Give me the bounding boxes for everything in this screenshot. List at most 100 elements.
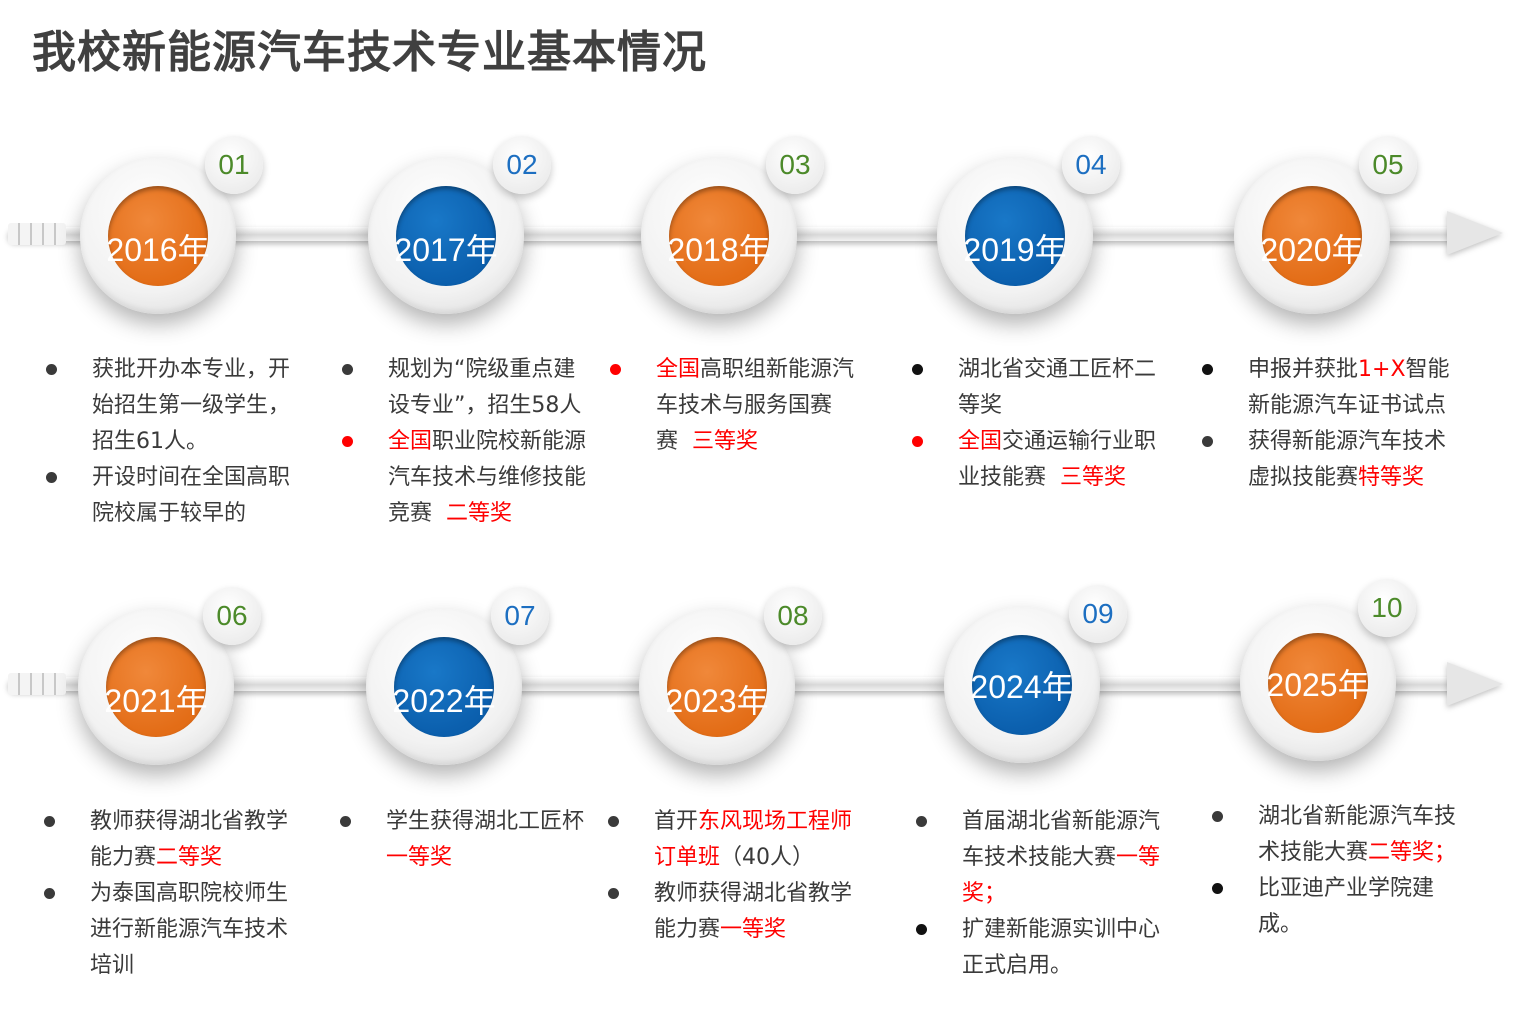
item-text: 扩建新能源实训中心正式启用。 [962,917,1161,978]
year-disk [1268,633,1368,733]
bullet-icon [1202,436,1213,447]
step-number: 02 [493,136,551,194]
year-label: 2016年 [106,232,210,268]
award-text: 特等奖 [1358,465,1425,490]
axis-tail [8,673,66,695]
step-number: 10 [1358,579,1416,637]
year-label: 2025年 [1266,667,1370,703]
item-text: 首届湖北省新能源汽车技术技能大赛 [962,809,1161,870]
bullet-icon [1202,364,1213,375]
item-text: 交通运输行业职业技能赛 [958,429,1157,490]
year-disk [972,635,1072,735]
item-text: 申报并获批 [1248,357,1359,382]
item-text: 智能新能源汽车证书试点 [1248,357,1450,418]
description-2024: 首届湖北省新能源汽车技术技能大赛一等奖； 扩建新能源实训中心正式启用。 [916,804,1166,984]
bullet-icon [1212,883,1223,894]
award-text: 一等奖 [386,845,453,870]
highlight-text: 1+X [1358,357,1406,382]
list-item: 湖北省交通工匠杯二等奖 [912,352,1162,424]
step-number: 05 [1359,136,1417,194]
year-label: 2023年 [665,683,769,719]
timeline-node: 2022年 07 [366,587,549,767]
bullet-icon [1212,811,1223,822]
arrow-right-icon [1447,211,1503,255]
description-2019: 湖北省交通工匠杯二等奖 全国交通运输行业职业技能赛 三等奖 [912,352,1162,496]
year-disk [106,637,206,737]
list-item: 全国交通运输行业职业技能赛 三等奖 [912,424,1162,496]
arrow-right-icon [1447,662,1503,706]
list-item: 为泰国高职院校师生进行新能源汽车技术培训 [44,876,294,984]
bullet-icon [46,364,57,375]
timeline-node: 2018年 03 [641,136,824,316]
bullet-icon [912,364,923,375]
award-text: 一等奖 [720,917,787,942]
bullet-icon [916,816,927,827]
year-disk [396,186,496,286]
year-disk [965,186,1065,286]
list-item: 教师获得湖北省教学能力赛一等奖 [608,876,870,948]
list-item: 全国高职组新能源汽车技术与服务国赛赛 三等奖 [610,352,870,460]
award-text: 二等奖 [156,845,223,870]
timeline-node: 2016年 01 [80,136,263,316]
item-text: 湖北省新能源汽车技术技能大赛 [1258,804,1457,865]
list-item: 比亚迪产业学院建成。 [1212,871,1462,943]
list-item: 获得新能源汽车技术虚拟技能赛特等奖 [1202,424,1464,496]
axis-tail [8,223,66,245]
highlight-text: 全国 [958,429,1003,454]
year-disk [669,186,769,286]
description-2025: 湖北省新能源汽车技术技能大赛二等奖； 比亚迪产业学院建成。 [1212,799,1462,943]
year-label: 2020年 [1260,232,1364,268]
highlight-text: 全国 [388,429,433,454]
year-label: 2019年 [963,232,1067,268]
bullet-icon [46,472,57,483]
timeline-node: 2017年 02 [368,136,551,316]
page-title: 我校新能源汽车技术专业基本情况 [32,27,707,78]
award-text: 二等奖； [1368,840,1457,865]
year-label: 2021年 [104,683,208,719]
item-text: 获批开办本专业，开始招生第一级学生，招生61人。 [92,357,291,454]
award-text: 三等奖 [692,429,759,454]
item-text: 首开 [654,809,699,834]
year-label: 2017年 [394,232,498,268]
item-text: 高职组新能源汽车技术与服务国赛赛 [656,357,855,454]
bullet-icon [340,816,351,827]
bullet-icon [608,888,619,899]
list-item: 申报并获批1+X智能新能源汽车证书试点 [1202,352,1464,424]
list-item: 获批开办本专业，开始招生第一级学生，招生61人。 [46,352,296,460]
item-text: 规划为“院级重点建设专业”，招生58人 [388,357,582,418]
list-item: 湖北省新能源汽车技术技能大赛二等奖； [1212,799,1462,871]
item-text: 开设时间在全国高职院校属于较早的 [92,465,291,526]
bullet-icon [916,924,927,935]
bullet-icon [44,816,55,827]
description-2017: 规划为“院级重点建设专业”，招生58人 全国职业院校新能源汽车技术与维修技能竞赛… [342,352,592,532]
award-text: 三等奖 [1060,465,1127,490]
step-number: 06 [203,587,261,645]
description-2020: 申报并获批1+X智能新能源汽车证书试点 获得新能源汽车技术虚拟技能赛特等奖 [1202,352,1464,496]
year-label: 2018年 [667,232,771,268]
bullet-icon [44,888,55,899]
timeline-node: 2020年 05 [1234,136,1417,316]
timeline-node: 2019年 04 [937,136,1120,316]
bullet-icon [608,816,619,827]
step-number: 01 [205,136,263,194]
item-text: （40人） [720,845,815,870]
year-disk [394,637,494,737]
year-disk [108,186,208,286]
year-disk [667,637,767,737]
description-2023: 首开东风现场工程师订单班（40人） 教师获得湖北省教学能力赛一等奖 [608,804,870,948]
item-text: 比亚迪产业学院建成。 [1258,876,1435,937]
year-label: 2022年 [392,683,496,719]
list-item: 规划为“院级重点建设专业”，招生58人 [342,352,592,424]
description-2021: 教师获得湖北省教学能力赛二等奖 为泰国高职院校师生进行新能源汽车技术培训 [44,804,294,984]
highlight-text: 东风现场工程师订单班 [654,809,853,870]
year-label: 2024年 [970,669,1074,705]
bullet-icon [342,436,353,447]
item-text: 学生获得湖北工匠杯 [386,809,585,834]
highlight-text: 全国 [656,357,701,382]
description-2018: 全国高职组新能源汽车技术与服务国赛赛 三等奖 [610,352,870,460]
step-number: 09 [1069,585,1127,643]
step-number: 03 [766,136,824,194]
list-item: 学生获得湖北工匠杯一等奖 [340,804,590,876]
list-item: 全国职业院校新能源汽车技术与维修技能竞赛 二等奖 [342,424,592,532]
timeline-node: 2025年 10 [1240,579,1420,763]
